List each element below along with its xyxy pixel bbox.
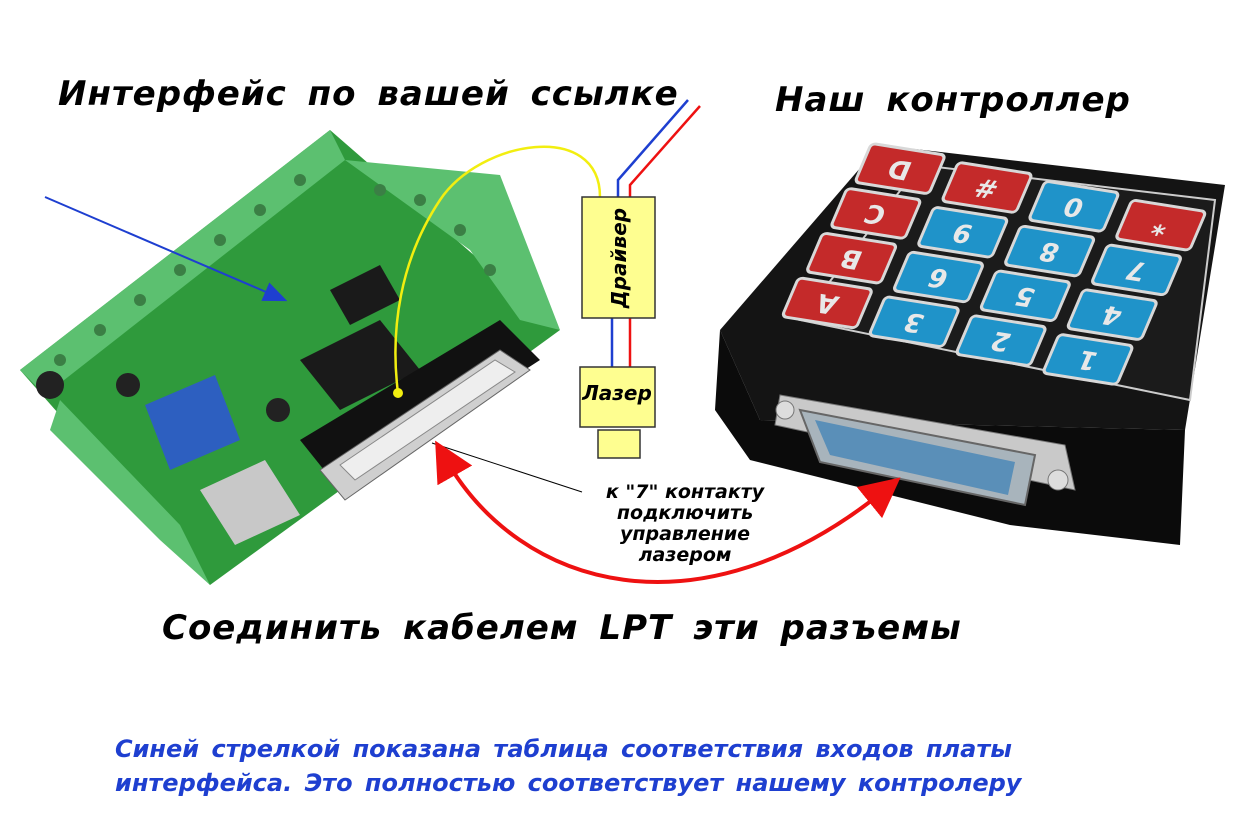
key-0: 0	[1026, 179, 1122, 234]
key-b: B	[804, 231, 899, 286]
key-7: 7	[1089, 242, 1184, 297]
key-c: C	[828, 186, 924, 241]
footer-line-1: Синей стрелкой показана таблица соответс…	[115, 735, 1012, 763]
driver-box	[581, 196, 656, 319]
key-8: 8	[1002, 224, 1098, 279]
yellow-wire-contact-dot	[393, 388, 403, 398]
key-4: 4	[1064, 287, 1160, 342]
note-line-4: лазером	[638, 544, 732, 566]
note-pointer-line	[431, 442, 583, 493]
power-wires	[610, 99, 701, 367]
connect-caption: Соединить кабелем LPT эти разъемы	[162, 608, 962, 648]
laser-control-note: к "7" контакту подключить управление лаз…	[585, 482, 785, 566]
controller-title: Наш контроллер	[775, 80, 1131, 120]
yellow-wire	[394, 145, 602, 394]
key-5: 5	[977, 268, 1073, 323]
laser-lens	[597, 429, 641, 459]
interface-title: Интерфейс по вашей ссылке	[58, 74, 679, 114]
key-a: A	[779, 275, 875, 330]
footer-note: Синей стрелкой показана таблица соответс…	[115, 732, 1021, 800]
controller-lpt-connector	[774, 394, 1076, 507]
laser-box	[579, 366, 656, 428]
key-hash: #	[939, 160, 1035, 215]
note-line-3: управление	[619, 523, 751, 545]
interface-board-photo	[20, 130, 560, 585]
note-line-1: к "7" контакту	[605, 481, 765, 503]
laser-label: Лазер	[581, 381, 652, 405]
note-line-2: подключить	[616, 502, 754, 524]
blue-arrow	[44, 196, 288, 302]
key-9: 9	[915, 205, 1011, 260]
red-connection-arrow	[435, 440, 901, 584]
key-star: *	[1113, 198, 1209, 253]
driver-label: Драйвер	[607, 208, 631, 309]
board-lpt-connector	[300, 320, 540, 501]
footer-line-2: интерфейса. Это полностью соответствует …	[115, 769, 1022, 797]
key-6: 6	[891, 250, 986, 304]
